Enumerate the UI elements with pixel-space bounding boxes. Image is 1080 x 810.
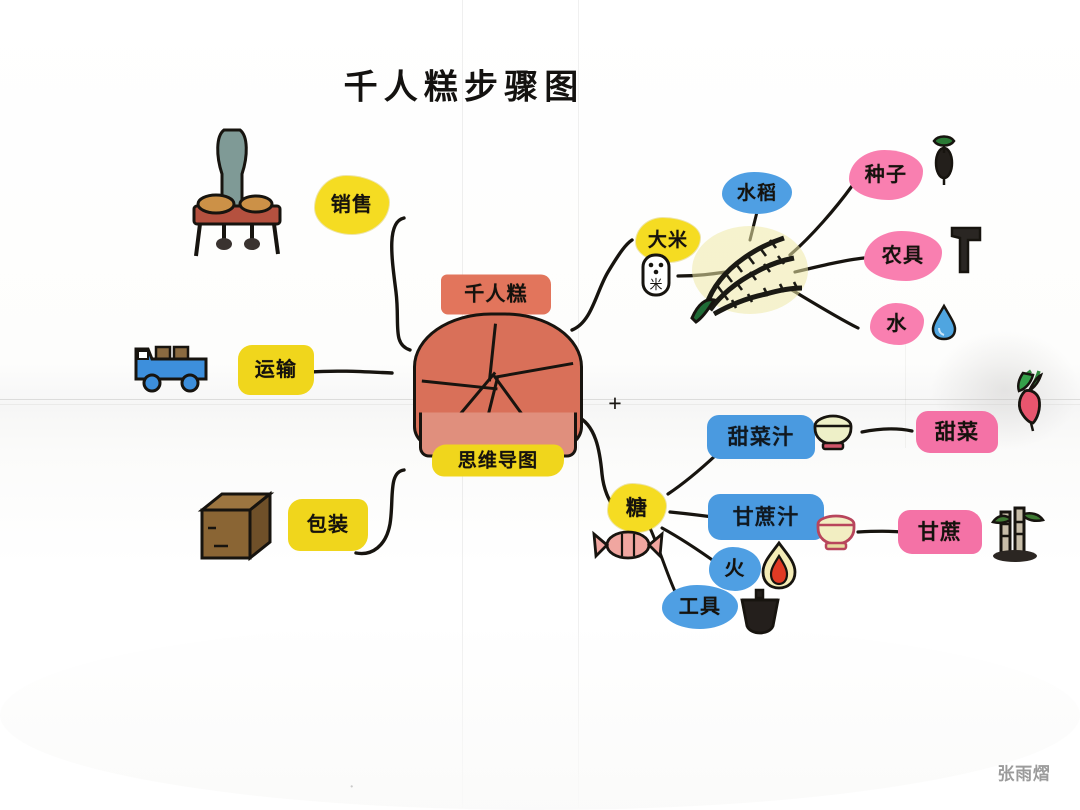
rice-packet-icon: 米 (641, 253, 671, 297)
paper-fold-vertical-far (905, 330, 906, 448)
page-title: 千人糕步骤图 (343, 69, 585, 107)
hoe-tool-icon (950, 226, 982, 274)
center-top-label: 千人糕 (441, 274, 551, 315)
node-tools[interactable]: 工具 (662, 585, 738, 629)
node-packaging[interactable]: 包装 (288, 499, 368, 551)
node-sugar[interactable]: 糖 (608, 484, 666, 532)
paper-shade-bottom (0, 620, 1080, 810)
sugarcane-icon (990, 506, 1045, 562)
market-stall-icon (192, 128, 282, 257)
node-water[interactable]: 水 (870, 303, 924, 345)
center-bottom-label: 思维导图 (432, 444, 564, 477)
node-fire[interactable]: 火 (709, 547, 761, 591)
node-sales[interactable]: 销售 (315, 176, 389, 234)
author-signature: 张雨熠 (997, 764, 1051, 784)
bowl-of-juice-icon-2 (816, 514, 856, 551)
seed-sprout-icon (932, 135, 956, 185)
node-sugarcane-juice[interactable]: 甘蔗汁 (708, 494, 824, 540)
bowl-of-juice-icon (813, 414, 853, 451)
plus-mark: + (608, 391, 622, 418)
node-transport[interactable]: 运输 (238, 345, 314, 395)
node-farm-tools[interactable]: 农具 (864, 231, 942, 281)
wrapped-candy-icon (592, 530, 664, 560)
node-sugarcane[interactable]: 甘蔗 (898, 510, 982, 554)
delivery-truck-icon (134, 345, 208, 393)
cardboard-box-icon (197, 490, 275, 562)
flame-icon (761, 540, 797, 590)
node-paddy-rice[interactable]: 水稻 (722, 172, 792, 214)
node-beet-juice[interactable]: 甜菜汁 (707, 415, 815, 459)
center-node-cake[interactable]: 千人糕 思维导图 (401, 273, 591, 488)
sugar-beet-icon (1016, 369, 1044, 432)
dark-pot-icon (740, 588, 780, 635)
water-drop-icon (931, 303, 957, 341)
pencil-mark: · (349, 780, 355, 795)
node-rice[interactable]: 大米 (636, 218, 700, 262)
svg-text:米: 米 (649, 278, 662, 293)
node-seeds[interactable]: 种子 (849, 150, 923, 200)
rice-plant-icon (690, 226, 808, 324)
node-sugar-beet[interactable]: 甜菜 (916, 411, 998, 453)
